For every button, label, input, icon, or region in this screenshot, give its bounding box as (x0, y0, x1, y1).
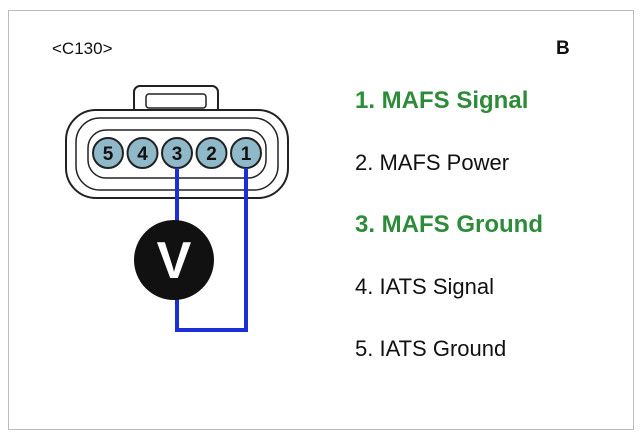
connector-pin-number: 1 (241, 144, 252, 165)
connector-pin-number: 4 (137, 144, 148, 165)
pin-function-list: 1. MAFS Signal 2. MAFS Power 3. MAFS Groun… (355, 82, 543, 392)
connector-pin: 1 (230, 137, 262, 169)
diagram-frame (8, 10, 634, 430)
connector-id-label: <C130> (52, 39, 113, 58)
view-label: B (556, 38, 570, 59)
pin-function-item: 1. MAFS Signal (355, 87, 529, 114)
voltmeter-symbol: V (157, 232, 192, 290)
connector-pin: 5 (92, 137, 124, 169)
connector-pin-number: 5 (103, 144, 114, 165)
pin-function-item: 4. IATS Signal (355, 274, 494, 299)
connector-pins: 5 4 3 2 1 (92, 137, 262, 169)
voltmeter-icon: V (134, 220, 214, 300)
connector-latch (133, 85, 219, 115)
pin-function-item: 5. IATS Ground (355, 336, 507, 361)
connector-pin: 2 (195, 137, 228, 169)
connector-pin: 4 (126, 137, 159, 169)
pin-function-item: 2. MAFS Power (355, 150, 510, 175)
connector-pin: 3 (161, 137, 193, 169)
connector-pin-number: 2 (206, 144, 217, 165)
pin-function-item: 3. MAFS Ground (355, 211, 543, 238)
connector-pin-number: 3 (172, 144, 183, 165)
